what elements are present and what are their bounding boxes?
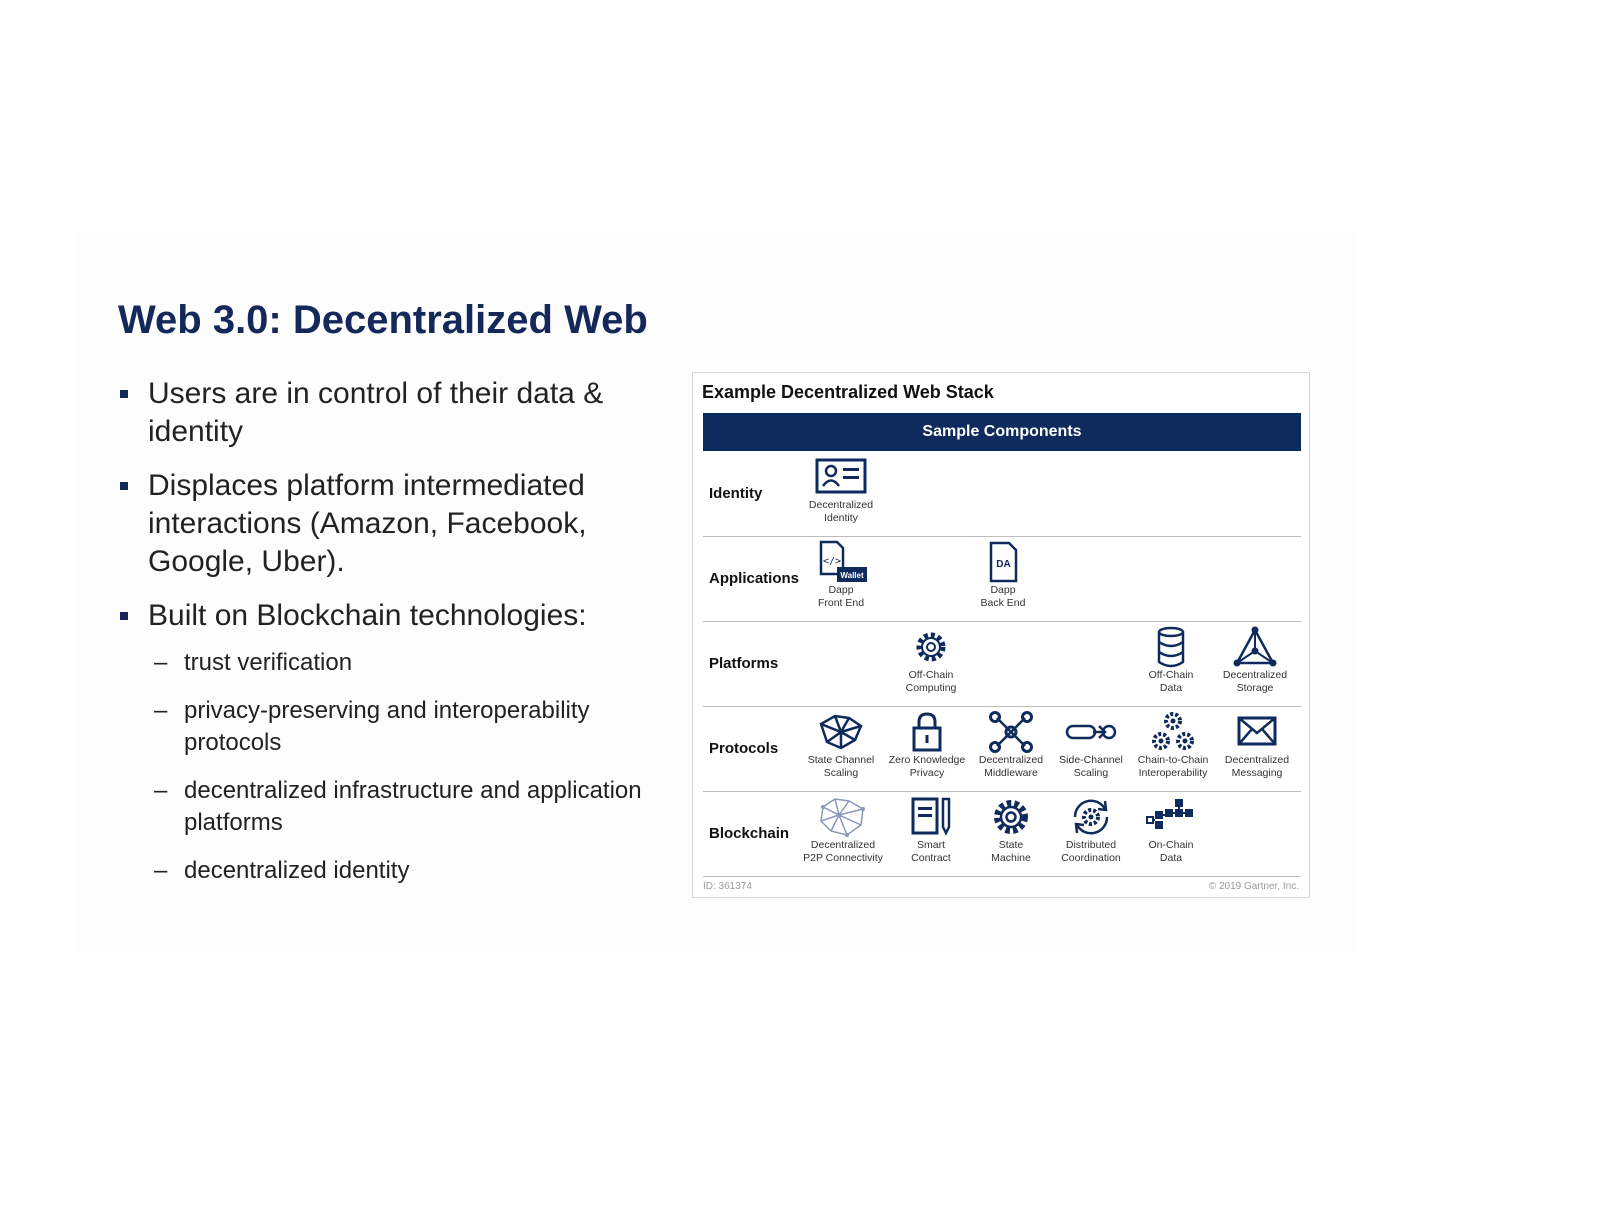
- component-label: Zero Knowledge: [888, 754, 966, 766]
- component-label: Privacy: [909, 767, 945, 779]
- code-document-icon: </> Wallet: [819, 540, 867, 582]
- component-decentralized-p2p-connectivity: Decentralized P2P Connectivity: [800, 795, 886, 865]
- bullet-item: Users are in control of their data & ide…: [118, 375, 658, 451]
- component-label: Messaging: [1231, 767, 1283, 779]
- component-label: Distributed: [1065, 839, 1117, 851]
- diagram-header: Sample Components: [703, 413, 1301, 451]
- node-graph-icon: [989, 711, 1033, 753]
- svg-text:DA: DA: [996, 559, 1010, 570]
- component-decentralized-messaging: Decentralized Messaging: [1214, 710, 1300, 780]
- stack-row-applications: Applications </> Wallet Dapp Front End D…: [703, 536, 1301, 622]
- gear-icon: [994, 800, 1028, 834]
- component-label: Decentralized: [808, 499, 874, 511]
- id-card-icon: [815, 458, 867, 494]
- component-label: Dapp: [990, 584, 1016, 596]
- component-off-chain-data: Off-Chain Data: [1128, 625, 1214, 695]
- component-dapp-front-end: </> Wallet Dapp Front End: [798, 540, 884, 610]
- mesh-network-icon: [819, 714, 863, 750]
- gear-icon: [916, 632, 946, 662]
- document-icon: DA: [989, 541, 1018, 583]
- component-zero-knowledge-privacy: Zero Knowledge Privacy: [884, 710, 970, 780]
- lock-icon: [912, 712, 942, 752]
- component-label: Scaling: [1073, 767, 1109, 779]
- component-label: Data: [1159, 682, 1183, 694]
- svg-text:</>: </>: [823, 556, 841, 567]
- component-label: Contract: [911, 852, 951, 864]
- component-distributed-coordination: Distributed Coordination: [1048, 795, 1134, 865]
- component-decentralized-storage: Decentralized Storage: [1212, 625, 1298, 695]
- bullet-item: Built on Blockchain technologies:: [118, 597, 658, 635]
- sub-bullet-item: privacy-preserving and interoperability …: [118, 695, 658, 759]
- component-label: Chain-to-Chain: [1137, 754, 1209, 766]
- sub-bullet-item: decentralized infrastructure and applica…: [118, 775, 658, 839]
- component-label: P2P Connectivity: [803, 852, 883, 864]
- stack-row-platforms: Platforms Off-Chain Computing Off-Chain …: [703, 621, 1301, 707]
- block-chain-icon: [1146, 799, 1193, 829]
- component-smart-contract: Smart Contract: [888, 795, 974, 865]
- component-side-channel-scaling: Side-Channel Scaling: [1048, 710, 1134, 780]
- row-label: Applications: [709, 570, 800, 587]
- stack-row-identity: Identity Decentralized Identity: [703, 451, 1301, 537]
- component-label: Decentralized: [1222, 669, 1288, 681]
- component-label: Back End: [980, 597, 1026, 609]
- component-label: Coordination: [1061, 852, 1121, 864]
- component-label: On-Chain: [1148, 839, 1194, 851]
- gears-icon: [1152, 712, 1194, 750]
- row-label: Identity: [709, 485, 763, 502]
- component-label: State Channel: [807, 754, 875, 766]
- sub-bullet-list: trust verification privacy-preserving an…: [118, 647, 658, 887]
- envelope-icon: [1237, 716, 1277, 746]
- row-label: Blockchain: [709, 825, 790, 842]
- component-label: Identity: [824, 512, 858, 524]
- component-label: Scaling: [823, 767, 859, 779]
- component-chain-to-chain-interoperability: Chain-to-Chain Interoperability: [1130, 710, 1216, 780]
- component-label: Data: [1159, 852, 1183, 864]
- svg-text:Wallet: Wallet: [840, 571, 864, 580]
- database-icon: [1157, 626, 1185, 668]
- stack-row-blockchain: Blockchain Decentralized P2P Connectivit…: [703, 791, 1301, 877]
- component-label: Machine: [991, 852, 1031, 864]
- component-dapp-back-end: DA Dapp Back End: [960, 540, 1046, 610]
- component-label: Dapp: [828, 584, 854, 596]
- component-on-chain-data: On-Chain Data: [1128, 795, 1214, 865]
- component-decentralized-identity: Decentralized Identity: [798, 455, 884, 525]
- copyright: © 2019 Gartner, Inc.: [1208, 881, 1299, 892]
- network-triangle-icon: [1233, 626, 1277, 667]
- component-label: Computing: [905, 682, 957, 694]
- component-label: Middleware: [984, 767, 1038, 779]
- component-label: Smart: [916, 839, 945, 851]
- stack-row-protocols: Protocols State Channel Scaling Zero Kno…: [703, 706, 1301, 792]
- diagram-id: ID: 361374: [703, 881, 752, 892]
- component-label: Decentralized: [810, 839, 876, 851]
- row-label: Platforms: [709, 655, 779, 672]
- component-label: Storage: [1236, 682, 1274, 694]
- component-state-channel-scaling: State Channel Scaling: [798, 710, 884, 780]
- sync-gear-icon: [1073, 799, 1109, 835]
- bullet-item: Displaces platform intermediated interac…: [118, 467, 658, 581]
- component-label: Front End: [817, 597, 865, 609]
- component-label: Side-Channel: [1059, 754, 1123, 766]
- contract-pen-icon: [911, 797, 951, 836]
- component-label: Off-Chain: [1148, 669, 1194, 681]
- component-label: Interoperability: [1138, 767, 1208, 779]
- page-title: Web 3.0: Decentralized Web: [118, 298, 648, 342]
- component-state-machine: State Machine: [968, 795, 1054, 865]
- side-channel-icon: [1065, 724, 1117, 740]
- component-label: Decentralized: [1224, 754, 1290, 766]
- diagram-title: Example Decentralized Web Stack: [702, 382, 994, 402]
- component-label: State: [998, 839, 1024, 851]
- component-label: Decentralized: [978, 754, 1044, 766]
- row-label: Protocols: [709, 740, 779, 757]
- component-decentralized-middleware: Decentralized Middleware: [968, 710, 1054, 780]
- component-label: Off-Chain: [908, 669, 954, 681]
- sub-bullet-item: trust verification: [118, 647, 658, 679]
- component-off-chain-computing: Off-Chain Computing: [888, 625, 974, 695]
- p2p-mesh-icon: [820, 798, 865, 837]
- bullet-list: Users are in control of their data & ide…: [118, 375, 658, 903]
- stack-diagram: Example Decentralized Web Stack Sample C…: [692, 372, 1310, 898]
- sub-bullet-item: decentralized identity: [118, 855, 658, 887]
